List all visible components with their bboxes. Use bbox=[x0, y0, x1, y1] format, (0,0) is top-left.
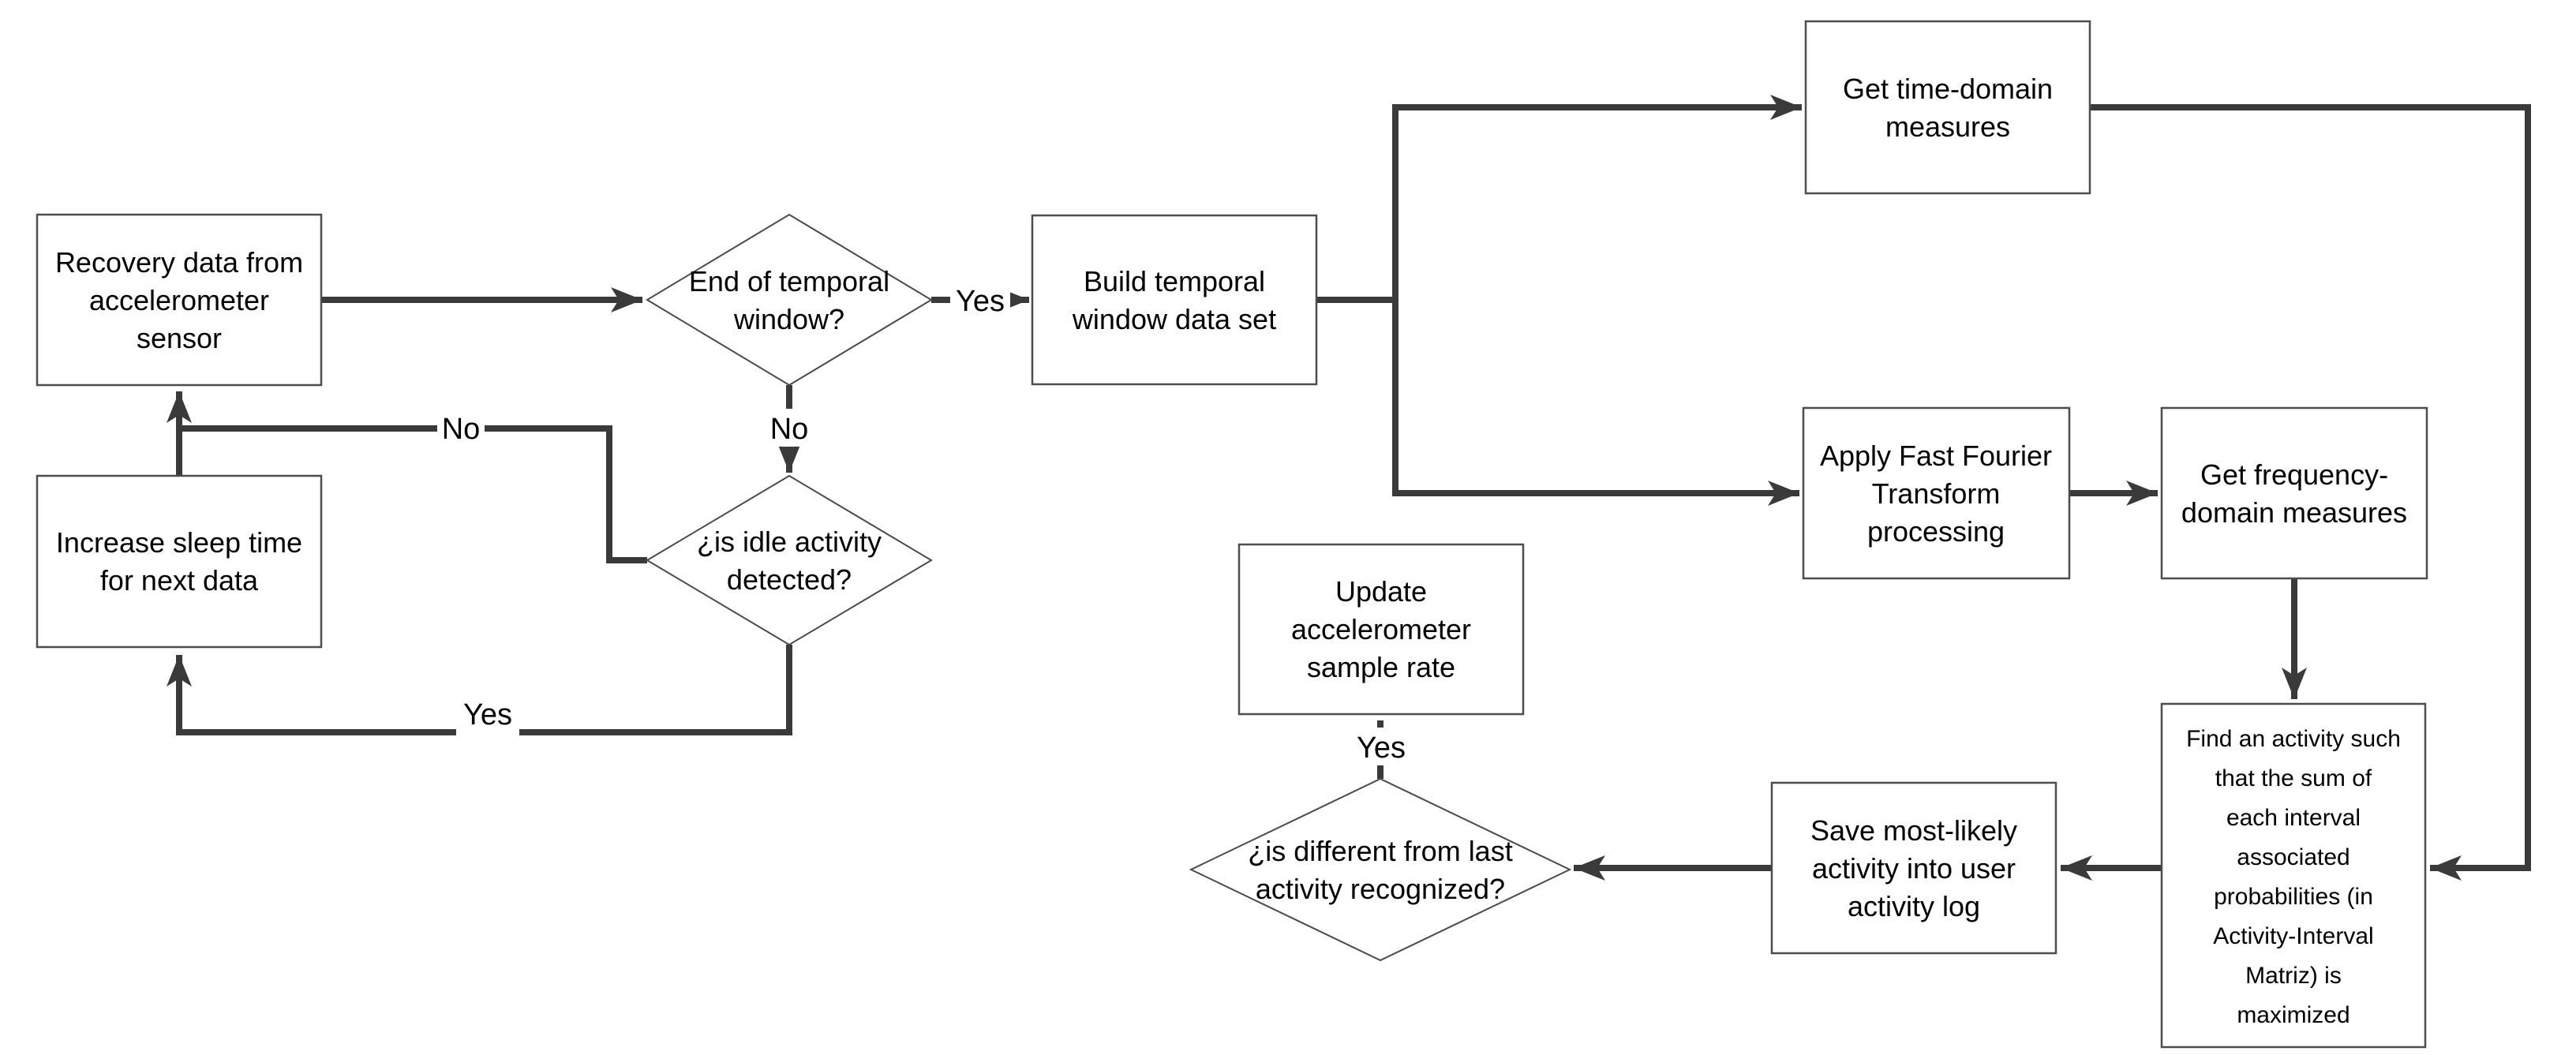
process-box bbox=[1031, 214, 1318, 386]
node-text-line: maximized bbox=[2237, 1002, 2349, 1028]
node-text-line: accelerometer bbox=[1291, 613, 1471, 645]
node-update-sample-rate: Update accelerometer sample rate bbox=[1237, 543, 1525, 716]
process-box bbox=[1237, 543, 1525, 716]
decision-diamond bbox=[1189, 777, 1572, 962]
node-text-line: ¿is different from last bbox=[1248, 835, 1512, 867]
edge-branch-to-fft bbox=[1392, 300, 1799, 506]
decision-diamond bbox=[646, 474, 933, 646]
node-text-line: sensor bbox=[137, 322, 222, 354]
edge-label-bg bbox=[766, 409, 813, 447]
node-text-line: for next data bbox=[100, 564, 259, 597]
decision-different-from-last-activity: ¿is different from last activity recogni… bbox=[1189, 777, 1572, 962]
process-box bbox=[2160, 702, 2427, 1049]
node-recovery-data: Recovery data from accelerometer sensor bbox=[36, 213, 323, 387]
edge-label-temporal-yes: Yes bbox=[950, 281, 1010, 319]
node-get-time-domain-measures: Get time-domain measures bbox=[1804, 20, 2091, 195]
edge-label-text: Yes bbox=[463, 698, 512, 731]
node-text-line: Apply Fast Fourier bbox=[1820, 440, 2052, 472]
node-text-line: window? bbox=[733, 303, 844, 335]
edge-label-bg bbox=[950, 281, 1010, 319]
node-text-line: activity log bbox=[1848, 890, 1980, 922]
edge-time-domain-to-find-activity bbox=[2090, 104, 2531, 881]
node-text-line: activity into user bbox=[1812, 852, 2016, 885]
node-save-activity-log: Save most-likely activity into user acti… bbox=[1770, 781, 2057, 955]
node-increase-sleep-time: Increase sleep time for next data bbox=[36, 474, 323, 649]
edge-label-text: Yes bbox=[1357, 731, 1406, 765]
edge-label-idle-no: No bbox=[437, 409, 485, 447]
node-text-line: Save most-likely bbox=[1810, 814, 2017, 847]
decision-diamond bbox=[646, 213, 933, 387]
decision-idle-activity-detected: ¿is idle activity detected? bbox=[646, 474, 933, 646]
node-text-line: Matriz) is bbox=[2245, 963, 2342, 989]
node-text-line: ¿is idle activity bbox=[697, 526, 882, 558]
node-text-line: Transform bbox=[1872, 477, 2001, 510]
edge-label-text: Yes bbox=[956, 285, 1005, 318]
node-text-line: accelerometer bbox=[89, 284, 269, 316]
node-text-line: each interval bbox=[2226, 805, 2361, 831]
edge-branch-to-time-domain bbox=[1392, 95, 1802, 300]
node-text-line: Find an activity such bbox=[2186, 726, 2401, 752]
node-text-line: domain measures bbox=[2181, 496, 2407, 529]
node-text-line: processing bbox=[1867, 515, 2005, 548]
edge-label-temporal-no: No bbox=[766, 409, 813, 447]
node-text-line: Get frequency- bbox=[2200, 458, 2388, 491]
edge-label-bg bbox=[437, 409, 485, 447]
process-box bbox=[2160, 406, 2428, 580]
node-text-line: Recovery data from bbox=[55, 246, 303, 279]
node-apply-fft: Apply Fast Fourier Transform processing bbox=[1802, 406, 2071, 580]
node-text-line: Build temporal bbox=[1084, 265, 1265, 297]
node-build-temporal-window: Build temporal window data set bbox=[1031, 214, 1318, 386]
process-box bbox=[1804, 20, 2091, 195]
node-text-line: activity recognized? bbox=[1256, 873, 1505, 905]
process-box bbox=[36, 213, 323, 387]
node-text-line: Increase sleep time bbox=[56, 526, 302, 559]
node-text-line: Update bbox=[1335, 575, 1427, 608]
node-text-line: that the sum of bbox=[2215, 765, 2372, 791]
node-text-line: Get time-domain bbox=[1843, 73, 2053, 105]
decision-end-of-temporal-window: End of temporal window? bbox=[646, 213, 933, 387]
node-text-line: measures bbox=[1885, 110, 2010, 143]
node-text-line: detected? bbox=[727, 563, 852, 596]
node-text-line: sample rate bbox=[1307, 651, 1455, 683]
node-text-line: Activity-Interval bbox=[2213, 923, 2373, 949]
node-text-line: End of temporal bbox=[689, 265, 889, 297]
node-text-line: probabilities (in bbox=[2214, 884, 2373, 910]
process-box bbox=[1802, 406, 2071, 580]
edge-label-bg bbox=[456, 694, 519, 735]
edge-label-bg bbox=[1350, 728, 1413, 765]
edge-label-text: No bbox=[770, 413, 809, 446]
edge-label-idle-yes: Yes bbox=[456, 694, 519, 735]
node-text-line: associated bbox=[2237, 844, 2349, 870]
node-text-line: window data set bbox=[1072, 303, 1276, 335]
node-find-activity-maximized: Find an activity such that the sum of ea… bbox=[2160, 702, 2427, 1049]
edge-label-different-yes: Yes bbox=[1350, 728, 1413, 765]
node-get-frequency-domain-measures: Get frequency- domain measures bbox=[2160, 406, 2428, 580]
process-box bbox=[1770, 781, 2057, 955]
process-box bbox=[36, 474, 323, 649]
edge-idle-decision-no-return bbox=[179, 425, 647, 563]
edge-label-text: No bbox=[442, 413, 481, 446]
